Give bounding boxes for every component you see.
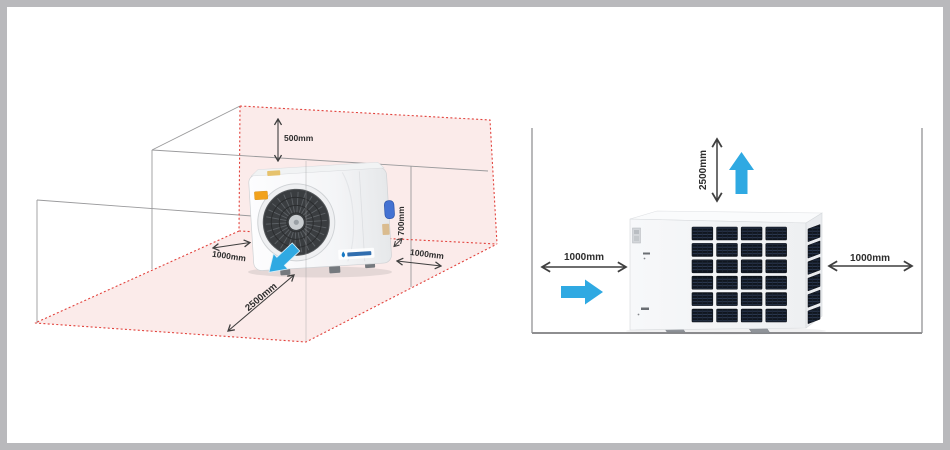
- dim-arrow-unit-height: [394, 239, 402, 247]
- brand-logo: [338, 247, 375, 260]
- unit-front-details: [632, 227, 650, 316]
- airflow-arrow-up-icon: [729, 152, 754, 194]
- right-clearance-label: 1000mm: [410, 247, 445, 261]
- side-vent-column: [807, 224, 821, 325]
- front-vent-grid: [691, 226, 787, 323]
- side-connector-icon: [384, 200, 395, 220]
- warning-label-icon: [254, 190, 268, 200]
- dim-arrow-left-clearance: [213, 243, 250, 249]
- left-clearance-label: 1000mm: [211, 249, 247, 264]
- heat-pump-unit-side: [626, 210, 826, 335]
- top-clearance-label: 2500mm: [698, 150, 709, 190]
- unit-panel-seam: [358, 171, 366, 262]
- left-3d-clearance-diagram: 500mm 700mm 1000mm 1000mm 2500mm: [34, 105, 498, 343]
- unit-height-label: 700mm: [396, 206, 406, 236]
- unit-top-face: [250, 161, 385, 177]
- side-label-icon: [382, 223, 390, 236]
- heat-pump-unit-3d: [248, 161, 395, 278]
- airflow-arrow-right-icon: [561, 279, 603, 305]
- dim-arrow-front-clearance: [228, 275, 294, 331]
- top-label-icon: [267, 170, 281, 176]
- right-side-clearance-diagram: 2500mm 1000mm 1000mm: [531, 128, 923, 335]
- left-clearance-label: 1000mm: [564, 252, 604, 263]
- diagram-frame: [531, 128, 923, 334]
- top-clearance-label: 500mm: [284, 133, 314, 143]
- fan-icon: [257, 183, 336, 262]
- airflow-arrow-down-left-icon: [268, 242, 301, 273]
- right-clearance-label: 1000mm: [850, 253, 890, 264]
- right-diagram-dimensions: 2500mm 1000mm 1000mm: [542, 139, 912, 267]
- dim-arrow-right-clearance: [397, 261, 441, 266]
